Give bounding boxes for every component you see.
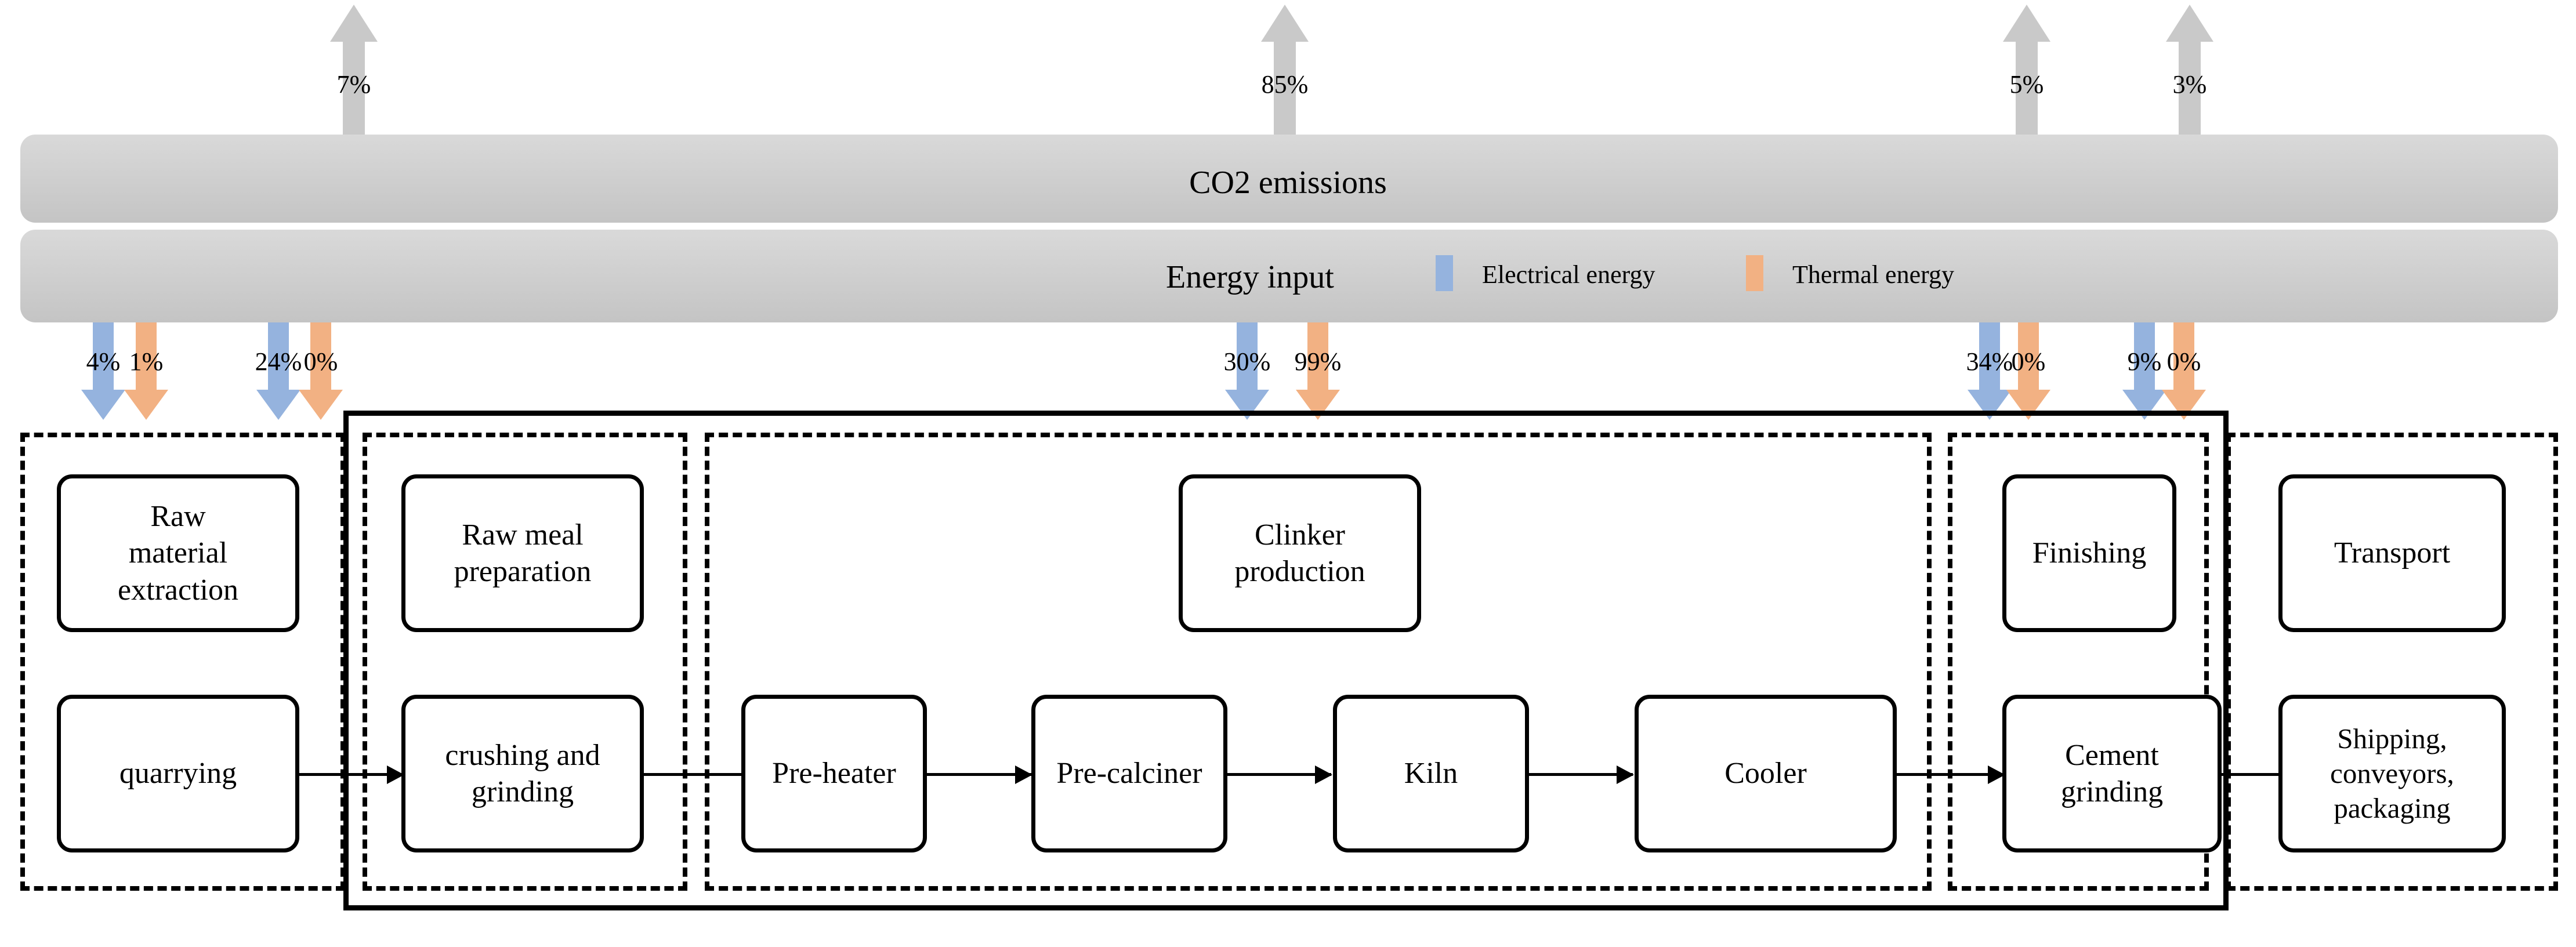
- stage-title-text: Finishing: [2032, 536, 2147, 570]
- energy-percent-label: 34%: [1966, 347, 2013, 376]
- co2-emissions-bar: [20, 135, 2558, 223]
- energy-arrow-electrical-raw-meal-preparation: 24%: [255, 322, 302, 420]
- energy-percent-label: 9%: [2127, 347, 2162, 376]
- process-box-text: Pre-calciner: [1056, 757, 1202, 790]
- stage-title-raw-meal-preparation: Raw meal preparation: [401, 474, 644, 632]
- process-box-text: Pre-heater: [772, 757, 896, 790]
- stage-group-raw-meal-preparation: [363, 433, 687, 891]
- energy-percent-label: 0%: [303, 347, 338, 376]
- energy-arrow-thermal-finishing: 0%: [2006, 322, 2050, 420]
- stage-group-finishing: [1948, 433, 2209, 891]
- stage-title-text: Raw meal preparation: [454, 518, 592, 588]
- co2-arrow-clinker-production: 85%: [1260, 5, 1309, 141]
- arrow-shaft: [1274, 41, 1296, 141]
- arrow-head-icon: [330, 5, 378, 42]
- arrow-shaft: [2173, 322, 2194, 391]
- arrow-head-icon: [81, 390, 125, 420]
- co2-arrow-finishing: 5%: [2002, 5, 2051, 141]
- energy-arrow-thermal-raw-meal-preparation: 0%: [299, 322, 343, 420]
- legend-label-thermal: Thermal energy: [1792, 260, 1954, 289]
- legend-label-electrical: Electrical energy: [1482, 260, 1655, 289]
- stage-title-finishing: Finishing: [2002, 474, 2176, 632]
- stage-title-text: Transport: [2334, 536, 2451, 570]
- legend-swatch-thermal: [1746, 255, 1763, 291]
- process-box-cooler: Cooler: [1635, 695, 1897, 852]
- arrow-shaft: [343, 41, 365, 141]
- arrow-head-icon: [1315, 765, 1332, 784]
- arrow-shaft: [2134, 322, 2155, 391]
- process-box-text: Cement grinding: [2060, 738, 2164, 808]
- co2-emissions-label: CO2 emissions: [1189, 165, 1387, 201]
- energy-percent-label: 1%: [129, 347, 164, 376]
- arrow-head-icon: [1617, 765, 1634, 784]
- arrow-shaft: [136, 322, 157, 391]
- process-box-crushing-and-grinding: crushing and grinding: [401, 695, 644, 852]
- energy-percent-label: 30%: [1223, 347, 1271, 376]
- arrow-shaft: [268, 322, 289, 391]
- energy-percent-label: 0%: [2011, 347, 2046, 376]
- process-box-pre-calciner: Pre-calciner: [1031, 695, 1227, 852]
- arrow-shaft: [2016, 41, 2038, 141]
- connector-precalciner-to-kiln: [1224, 765, 1332, 784]
- arrow-shaft: [93, 322, 114, 391]
- energy-arrow-electrical-clinker-production: 30%: [1223, 322, 1271, 420]
- process-box-shipping-conveyors-packaging: Shipping, conveyors, packaging: [2278, 695, 2506, 852]
- arrow-head-icon: [256, 390, 300, 420]
- process-box-pre-heater: Pre-heater: [741, 695, 927, 852]
- arrow-shaft: [1237, 322, 1258, 391]
- co2-arrow-raw-material-extraction: 7%: [329, 5, 378, 141]
- arrow-head-icon: [124, 390, 168, 420]
- arrow-head-icon: [1261, 5, 1309, 42]
- process-box-text: Cooler: [1724, 757, 1807, 790]
- process-box-text: crushing and grinding: [445, 738, 600, 808]
- process-box-text: quarrying: [119, 757, 237, 790]
- co2-percent-label: 5%: [2009, 70, 2044, 99]
- process-box-text: Shipping, conveyors, packaging: [2330, 723, 2454, 824]
- co2-percent-label: 7%: [336, 70, 371, 99]
- cement-plant-boundary: [343, 411, 2229, 910]
- stage-title-transport: Transport: [2278, 474, 2506, 632]
- arrow-shaft: [2018, 322, 2039, 391]
- co2-arrow-transport: 3%: [2165, 5, 2214, 141]
- stage-title-clinker-production: Clinker production: [1179, 474, 1421, 632]
- energy-arrow-electrical-finishing: 34%: [1966, 322, 2013, 420]
- arrow-shaft: [1979, 322, 2000, 391]
- energy-percent-label: 4%: [86, 347, 121, 376]
- energy-input-bar: [20, 230, 2558, 322]
- stage-group-clinker-production: [705, 433, 1932, 891]
- stage-group-raw-material-extraction: [20, 433, 345, 891]
- process-box-kiln: Kiln: [1333, 695, 1529, 852]
- energy-percent-label: 99%: [1294, 347, 1342, 376]
- arrow-head-icon: [2003, 5, 2050, 42]
- arrow-shaft: [1307, 322, 1328, 391]
- co2-percent-label: 3%: [2172, 70, 2207, 99]
- stage-title-text: Raw material extraction: [118, 499, 238, 607]
- stage-title-raw-material-extraction: Raw material extraction: [57, 474, 299, 632]
- arrow-head-icon: [1015, 765, 1032, 784]
- arrow-head-icon: [2166, 5, 2213, 42]
- arrow-shaft: [2179, 41, 2201, 141]
- stage-title-text: Clinker production: [1234, 518, 1365, 588]
- energy-arrow-thermal-raw-material-extraction: 1%: [124, 322, 168, 420]
- legend-swatch-electrical: [1436, 255, 1453, 291]
- process-box-quarrying: quarrying: [57, 695, 299, 852]
- connector-kiln-to-cooler: [1526, 765, 1634, 784]
- energy-arrow-thermal-clinker-production: 99%: [1294, 322, 1342, 420]
- energy-arrow-electrical-transport: 9%: [2122, 322, 2166, 420]
- arrow-head-icon: [299, 390, 343, 420]
- energy-arrow-thermal-transport: 0%: [2162, 322, 2206, 420]
- energy-percent-label: 0%: [2166, 347, 2201, 376]
- stage-group-transport: [2226, 433, 2558, 891]
- arrow-shaft: [310, 322, 331, 391]
- energy-input-label: Energy input: [1166, 259, 1334, 295]
- energy-arrow-electrical-raw-material-extraction: 4%: [81, 322, 125, 420]
- co2-percent-label: 85%: [1261, 70, 1309, 99]
- process-box-cement-grinding: Cement grinding: [2002, 695, 2222, 852]
- connector-preheater-to-precalciner: [924, 765, 1032, 784]
- energy-percent-label: 24%: [255, 347, 302, 376]
- process-box-text: Kiln: [1404, 757, 1458, 790]
